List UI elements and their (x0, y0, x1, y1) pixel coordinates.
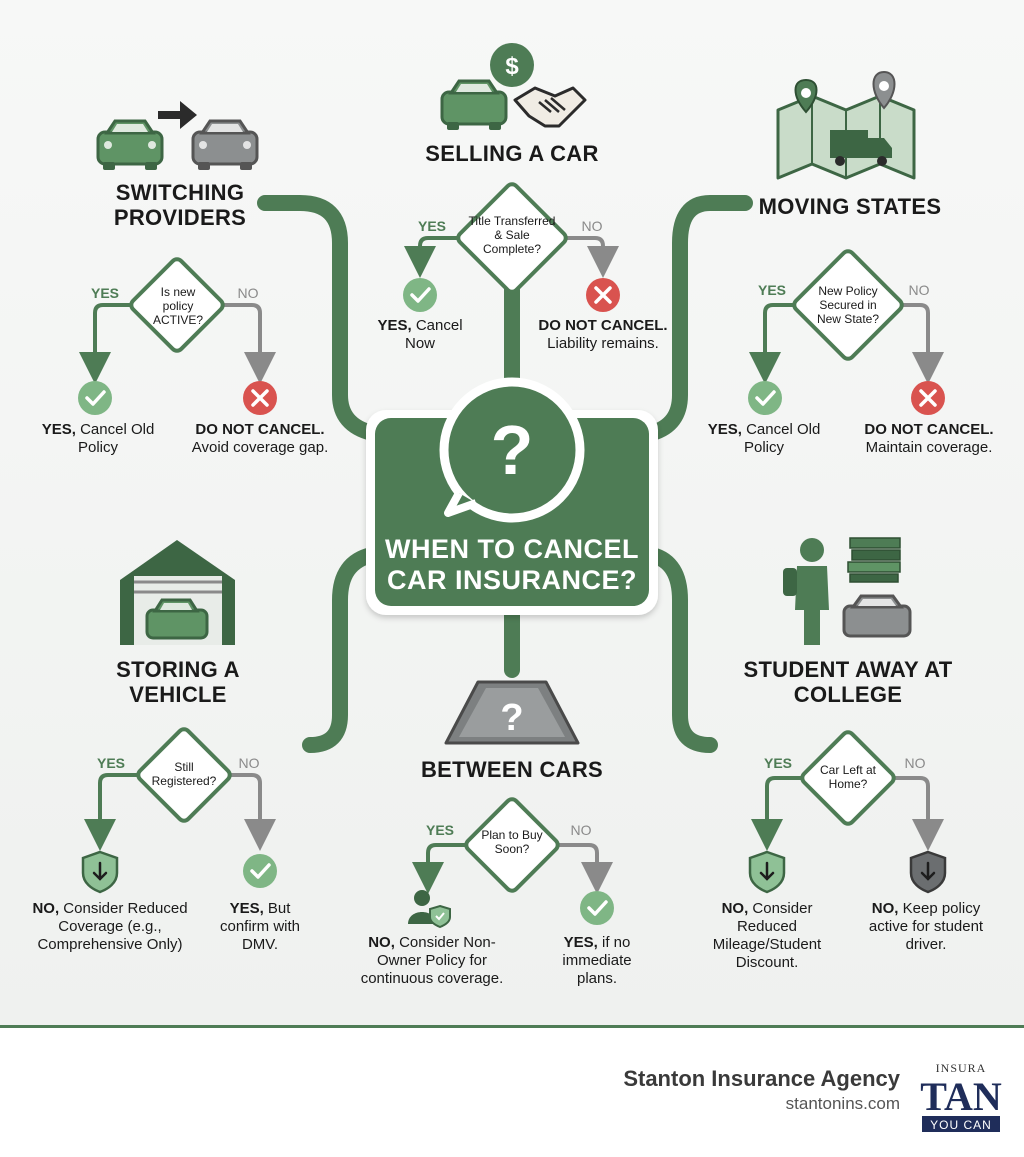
footer: Stanton Insurance Agency stantonins.com … (0, 1025, 1024, 1157)
agency-logo: INSURA TAN YOU CAN (920, 1061, 1002, 1132)
outcome-selling-no: DO NOT CANCEL. Liability remains. (538, 317, 668, 352)
no-branch-selling (564, 236, 619, 278)
question-student: Car Left at Home? (819, 763, 877, 791)
arm-switching (257, 195, 380, 441)
yes-branch-switching (79, 303, 133, 384)
decision-diamond-selling (456, 182, 568, 294)
no-label-moving: NO (908, 282, 930, 298)
agency-url[interactable]: stantonins.com (785, 1094, 900, 1113)
outcome-storing-yes: NO, Consider Reduced Coverage (e.g., Com… (32, 900, 188, 953)
question-selling: Title Transferred & Sale Complete? (468, 214, 556, 256)
logo-mid-text: TAN (920, 1074, 1002, 1119)
no-branch-between (556, 843, 613, 894)
no-label-student: NO (904, 755, 926, 771)
question-moving: New Policy Secured in New State? (816, 284, 880, 326)
no-branch-storing (228, 773, 276, 851)
yes-branch-selling (404, 236, 460, 278)
outcome-between-yes: NO, Consider Non-Owner Policy for contin… (360, 934, 504, 987)
yes-label-student: YES (763, 755, 792, 771)
outcome-switching-no: DO NOT CANCEL. Avoid coverage gap. (191, 421, 329, 456)
decision-diagram: ? $ (78, 43, 947, 929)
svg-text:?: ? (491, 411, 534, 489)
heading-storing-a-vehicle: STORING A VEHICLE (116, 657, 240, 707)
outcome-yes-switching-check-icon (78, 381, 112, 415)
no-label-storing: NO (238, 755, 260, 771)
outcome-yes-selling-check-icon (403, 278, 437, 312)
decision-trees (78, 182, 947, 929)
question-switching: Is new policy ACTIVE? (152, 285, 203, 327)
yes-label-selling: YES (417, 218, 446, 234)
logo-top-text: INSURA (936, 1061, 987, 1075)
heading-moving-states: MOVING STATES (758, 194, 942, 219)
svg-text:?: ? (500, 697, 523, 739)
heading-student-away: STUDENT AWAY AT COLLEGE (743, 657, 953, 707)
decision-diamond-student (800, 730, 896, 826)
yes-branch-moving (749, 303, 796, 384)
svg-text:$: $ (505, 53, 519, 80)
yes-label-storing: YES (96, 755, 125, 771)
yes-branch-student (751, 776, 804, 851)
no-label-selling: NO (581, 218, 603, 234)
heading-between-cars: BETWEEN CARS (420, 757, 604, 782)
student-books-car-icon (783, 537, 912, 645)
map-truck-pins-icon (776, 70, 916, 180)
yes-label-moving: YES (757, 282, 786, 298)
no-branch-student (892, 776, 944, 851)
no-branch-switching (221, 303, 276, 384)
outcome-student-yes: NO, Consider Reduced Mileage/Student Dis… (712, 900, 822, 971)
road-question-icon: ? (444, 680, 580, 745)
yes-branch-between (412, 843, 468, 894)
no-label-switching: NO (237, 285, 259, 301)
decision-diamond-switching (129, 257, 225, 353)
logo-bottom-text: YOU CAN (930, 1118, 992, 1132)
center-title: WHEN TO CANCEL CAR INSURANCE? (385, 534, 639, 595)
connector-arms (257, 195, 753, 753)
outcome-yes-moving-check-icon (748, 381, 782, 415)
outcome-storing-no: YES, But confirm with DMV. (219, 900, 301, 953)
arm-storing (302, 547, 380, 753)
garage-car-icon (120, 540, 235, 645)
speech-bubble-question-icon: ? (439, 377, 585, 523)
arm-student (644, 547, 718, 753)
no-label-between: NO (570, 822, 592, 838)
outcome-yes-between-person-shield-icon (414, 890, 430, 906)
outcome-switching-yes: YES, Cancel Old Policy (41, 421, 155, 456)
heading-switching-providers: SWITCHING PROVIDERS (113, 180, 247, 230)
outcome-no-between-check-icon (580, 891, 614, 925)
outcome-student-no: NO, Keep policy active for student drive… (868, 900, 984, 953)
outcome-no-storing-check-icon (243, 854, 277, 888)
agency-name: Stanton Insurance Agency (623, 1066, 900, 1091)
yes-label-between: YES (425, 822, 454, 838)
outcome-moving-yes: YES, Cancel Old Policy (707, 421, 821, 456)
yes-label-switching: YES (90, 285, 119, 301)
no-branch-moving (900, 303, 944, 384)
outcome-between-no: YES, if no immediate plans. (562, 934, 632, 987)
car-handshake-dollar-icon: $ (440, 43, 587, 130)
arm-moving (644, 195, 753, 441)
yes-branch-storing (84, 773, 140, 851)
question-storing: Still Registered? (151, 760, 217, 788)
outcome-moving-no: DO NOT CANCEL. Maintain coverage. (864, 421, 994, 456)
decision-diamond-between (464, 797, 560, 893)
question-between: Plan to Buy Soon? (481, 828, 543, 856)
decision-diamond-storing (136, 727, 232, 823)
car-switch-icon (96, 101, 259, 170)
decision-diamond-moving (792, 249, 904, 361)
heading-selling-a-car: SELLING A CAR (425, 141, 599, 166)
center-box: ? (366, 377, 658, 615)
outcome-selling-yes: YES, Cancel Now (377, 317, 463, 352)
